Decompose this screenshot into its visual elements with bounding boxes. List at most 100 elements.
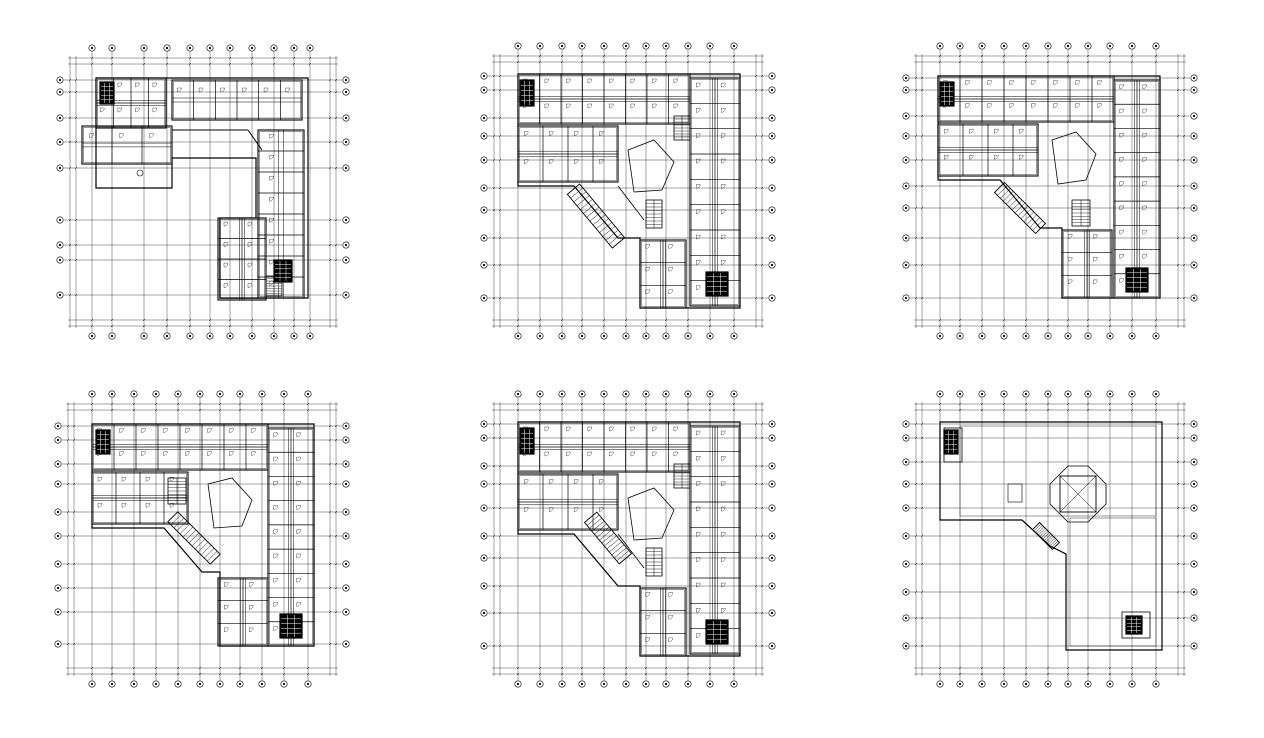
- dimension-tick: [1176, 76, 1180, 80]
- dimension-tick: [958, 402, 962, 406]
- toilet-block: [939, 81, 955, 107]
- dimension-tick: [754, 436, 758, 440]
- dimension-tick: [74, 78, 78, 82]
- dimension-tick: [708, 54, 712, 58]
- dimension-tick: [66, 510, 70, 514]
- door-swing: [609, 426, 614, 432]
- grid-bubble-dot: [1192, 76, 1196, 80]
- door-swing: [249, 627, 254, 633]
- dimension-tick: [560, 408, 564, 412]
- dimension-tick: [328, 482, 332, 486]
- skylight-curb: [1049, 465, 1107, 523]
- grid-bubble-dot: [1192, 134, 1196, 138]
- diagonal-stair-tread: [194, 538, 206, 550]
- grid-bubble-dot: [980, 334, 984, 338]
- dimension-tick: [538, 666, 542, 670]
- door-swing: [1119, 254, 1124, 259]
- dimension-tick: [328, 534, 332, 538]
- door-swing: [273, 505, 278, 510]
- dimension-tick: [492, 74, 496, 78]
- grid-bubble-dot: [228, 334, 232, 338]
- diagonal-stair-tread: [191, 535, 203, 547]
- door-swing: [544, 103, 550, 109]
- dimension-tick: [492, 584, 496, 588]
- dimension-tick: [74, 218, 78, 222]
- grid-bubble-dot: [58, 140, 62, 144]
- door-swing: [696, 608, 701, 613]
- dimension-tick: [334, 462, 338, 466]
- dimension-tick: [218, 666, 222, 670]
- dimension-tick: [686, 672, 690, 676]
- dimension-tick: [492, 296, 496, 300]
- dimension-tick: [334, 642, 338, 646]
- dimension-tick: [165, 318, 169, 322]
- dimension-tick: [1182, 562, 1186, 566]
- door-swing: [224, 627, 229, 633]
- dimension-tick: [1002, 54, 1006, 58]
- grid-bubble-dot: [56, 438, 60, 442]
- grid-bubble-dot: [1154, 682, 1158, 686]
- door-swing: [721, 260, 726, 265]
- dimension-tick: [334, 482, 338, 486]
- grid-bubble-dot: [344, 586, 348, 590]
- door-swing: [1093, 257, 1098, 262]
- door-swing: [721, 108, 726, 113]
- dimension-tick: [1176, 562, 1180, 566]
- dimension-tick: [602, 324, 606, 328]
- grid-bubble-dot: [770, 611, 774, 615]
- dimension-tick: [176, 402, 180, 406]
- door-swing: [696, 456, 701, 461]
- door-swing: [587, 451, 593, 457]
- dimension-tick: [754, 506, 758, 510]
- door-swing: [89, 133, 94, 138]
- dimension-tick: [306, 408, 310, 412]
- dimension-tick: [498, 584, 502, 588]
- dimension-tick: [754, 464, 758, 468]
- dimension-tick: [1154, 54, 1158, 58]
- grid-bubble-dot: [110, 392, 114, 396]
- dimension-tick: [1130, 318, 1134, 322]
- dimension-tick: [538, 324, 542, 328]
- door-swing: [668, 267, 673, 272]
- dimension-tick: [754, 116, 758, 120]
- door-swing: [544, 451, 550, 457]
- grid-bubble-dot: [482, 116, 486, 120]
- grid-bubble-dot: [686, 392, 690, 396]
- dimension-tick: [272, 318, 276, 322]
- door-swing: [223, 221, 229, 227]
- diagonal-stair-tread: [583, 203, 596, 214]
- dimension-tick: [1130, 402, 1134, 406]
- grid-bubble-dot: [1130, 682, 1134, 686]
- door-swing: [721, 184, 726, 189]
- dimension-tick: [328, 293, 332, 297]
- dimension-tick: [498, 208, 502, 212]
- building-outline: [91, 423, 315, 647]
- dimension-tick: [914, 616, 918, 620]
- dimension-tick: [920, 422, 924, 426]
- dimension-tick: [760, 644, 764, 648]
- grid-bubble-dot: [1192, 114, 1196, 118]
- dimension-tick: [1176, 158, 1180, 162]
- diagonal-stair-tread: [1033, 523, 1042, 532]
- grid-bubble-dot: [218, 392, 222, 396]
- door-swing: [549, 479, 554, 484]
- dimension-tick: [1046, 666, 1050, 670]
- dimension-tick: [1108, 54, 1112, 58]
- toilet-block: [519, 427, 535, 455]
- door-swing: [247, 283, 253, 288]
- diagonal-stair: [1031, 521, 1061, 551]
- corridor-wall: [247, 129, 263, 151]
- grid-bubble-dot: [306, 392, 310, 396]
- grid-bubble-dot: [58, 116, 62, 120]
- grid-bubble-dot: [904, 206, 908, 210]
- grid-bubble-dot: [344, 116, 348, 120]
- dimension-tick: [74, 166, 78, 170]
- dimension-tick: [208, 324, 212, 328]
- grid-bubble-dot: [282, 392, 286, 396]
- grid-bubble-dot: [482, 436, 486, 440]
- dimension-tick: [1176, 534, 1180, 538]
- door-swing: [696, 209, 701, 214]
- west-annex: [81, 125, 173, 165]
- dimension-tick: [1176, 114, 1180, 118]
- grid-bubble-dot: [770, 263, 774, 267]
